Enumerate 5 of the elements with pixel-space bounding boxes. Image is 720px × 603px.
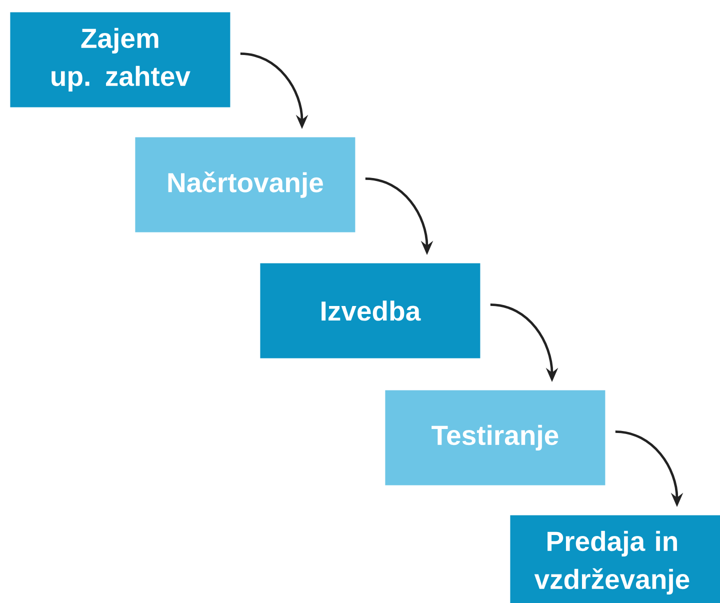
process-box: Izvedba <box>260 263 480 358</box>
process-box: Predaja in vzdrževanje <box>510 515 720 603</box>
process-box: Zajem up. zahtev <box>10 12 230 108</box>
process-box: Testiranje <box>385 390 606 486</box>
process-box: Načrtovanje <box>135 137 356 232</box>
